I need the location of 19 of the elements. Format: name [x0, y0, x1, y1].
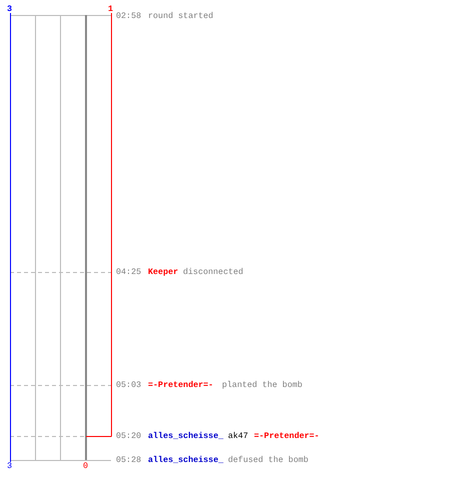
- timestamp: 05:28: [116, 455, 142, 465]
- axis-label: 3: [7, 461, 12, 471]
- player-name: alles_scheisse_: [148, 455, 224, 465]
- weapon-name: ak47: [228, 431, 248, 441]
- timestamp: 04:25: [116, 267, 142, 277]
- axis-label: 3: [7, 4, 12, 14]
- timestamp: 05:03: [116, 380, 142, 390]
- axis-label: 1: [108, 4, 114, 14]
- timestamp: 02:58: [116, 11, 142, 21]
- timestamp: 05:20: [116, 431, 142, 441]
- event-text: planted the bomb: [222, 380, 302, 390]
- axis-label: 0: [83, 461, 88, 471]
- event-text: disconnected: [183, 267, 244, 277]
- player-name: =-Pretender=-: [254, 431, 320, 441]
- player-name: Keeper: [148, 267, 178, 277]
- player-name: =-Pretender=-: [148, 380, 214, 390]
- event-text: round started: [148, 11, 214, 21]
- event-text: defused the bomb: [228, 455, 308, 465]
- player-name: alles_scheisse_: [148, 431, 224, 441]
